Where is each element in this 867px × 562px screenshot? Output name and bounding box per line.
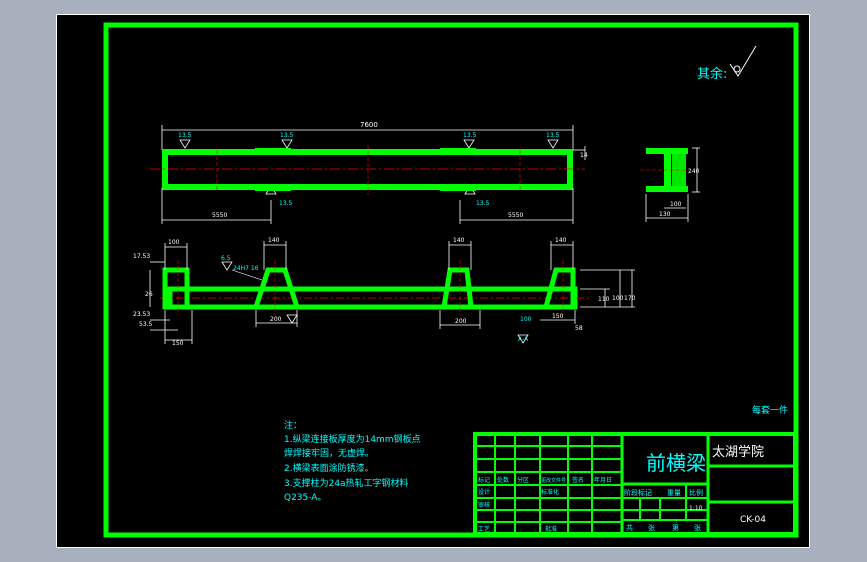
plan-left-dim: 23.53: [133, 311, 150, 318]
row-label: 分区: [517, 476, 529, 484]
weld-label: 13.5: [546, 132, 560, 139]
weld-label: 13.5: [178, 132, 192, 139]
plan-top-dim: 140: [555, 237, 567, 244]
title-block: [473, 432, 797, 536]
plan-left-dim: 17.53: [133, 253, 150, 260]
elevation-view: 7600 13.5 13.5 13.5 13.5 13.5 13.5 14 55…: [150, 121, 588, 224]
plan-right-dim: 58: [575, 325, 583, 332]
plan-top-dim: 100: [168, 239, 180, 246]
sign-label: 批准: [545, 525, 557, 533]
sign-label: 标准化: [541, 488, 559, 496]
sign-label: 设计: [478, 488, 490, 496]
plan-bottom-dim: 100: [520, 316, 532, 323]
ratio-label: 比例: [689, 488, 703, 497]
span-right-label: 5550: [508, 212, 523, 219]
thickness-label: 14: [580, 152, 588, 159]
sign-label: 工艺: [478, 525, 490, 533]
notes-block: 注： 1.纵梁连接板厚度为14mm钢板点 焊焊接牢固，无虚焊。 2.横梁表面涂防…: [284, 419, 421, 503]
school-name: 太湖学院: [712, 444, 764, 460]
roughness-note: 其余:: [697, 66, 727, 82]
notes-line: 焊焊接牢固，无虚焊。: [284, 447, 374, 459]
sheet-label: 共: [626, 523, 633, 532]
plan-right-dim: 100: [612, 295, 624, 302]
row-label: 标记: [478, 476, 490, 484]
row-label: 更改文件号: [541, 477, 566, 484]
section-web-label: 100: [670, 201, 682, 208]
section-height-label: 240: [688, 168, 700, 175]
weight-label: 重量: [667, 489, 681, 497]
plan-bottom-dim: 200: [270, 316, 282, 323]
plan-view: 100 140 140 140 6.5 24H7 16 17.53 26 23.…: [133, 237, 636, 347]
sign-label: 审核: [478, 501, 490, 509]
row-label: 年月日: [594, 476, 612, 484]
notes-title: 注：: [284, 419, 302, 431]
sheet-label: 第: [672, 523, 679, 532]
plan-left-dim: 26: [145, 291, 153, 298]
notes-line: 3.支撑柱为24a热轧工字钢材料: [284, 477, 409, 489]
notes-line: 2.横梁表面涂防锈漆。: [284, 462, 374, 474]
row-label: 处数: [497, 476, 509, 484]
plan-top-dim: 140: [453, 237, 465, 244]
drawing-sheet: [56, 14, 810, 548]
stage-label: 阶段标记: [624, 488, 652, 497]
notes-line: 1.纵梁连接板厚度为14mm钢板点: [284, 433, 421, 445]
plan-bottom-dim: 150: [552, 313, 564, 320]
plan-right-dim: 110: [598, 296, 610, 303]
weld-label: 13.5: [476, 200, 490, 207]
scale-value: 1:10: [689, 505, 703, 512]
plan-top-dim: 140: [268, 237, 280, 244]
sheet-label: 张: [648, 523, 655, 532]
inner-frame: [103, 22, 799, 538]
plan-left-dim: 53.5: [139, 321, 153, 328]
weld-label: 13.5: [280, 132, 294, 139]
weld-symbol-label: 6.5: [221, 255, 231, 262]
weld-label: 13.5: [279, 200, 293, 207]
quantity-note: 每套一件: [752, 404, 788, 416]
notes-line: Q235-A。: [284, 493, 326, 503]
plan-bottom-dim: 200: [455, 318, 467, 325]
section-mark-label: A-A: [518, 336, 529, 343]
plan-bottom-dim: 150: [172, 340, 184, 347]
weld-label: 13.5: [463, 132, 477, 139]
plan-right-dim: 170: [624, 295, 636, 302]
weld-note-label: 24H7 16: [233, 265, 259, 272]
roughness-symbol-icon: [729, 45, 757, 77]
part-name: 前横梁: [646, 451, 706, 475]
row-label: 签名: [572, 476, 584, 484]
sheet-label: 张: [694, 523, 701, 532]
section-view: 240 100 130: [640, 147, 700, 222]
span-left-label: 5550: [212, 212, 227, 219]
overall-length-label: 7600: [360, 121, 378, 129]
section-flange-label: 130: [659, 211, 671, 218]
drawing-number: CK-04: [740, 515, 766, 525]
